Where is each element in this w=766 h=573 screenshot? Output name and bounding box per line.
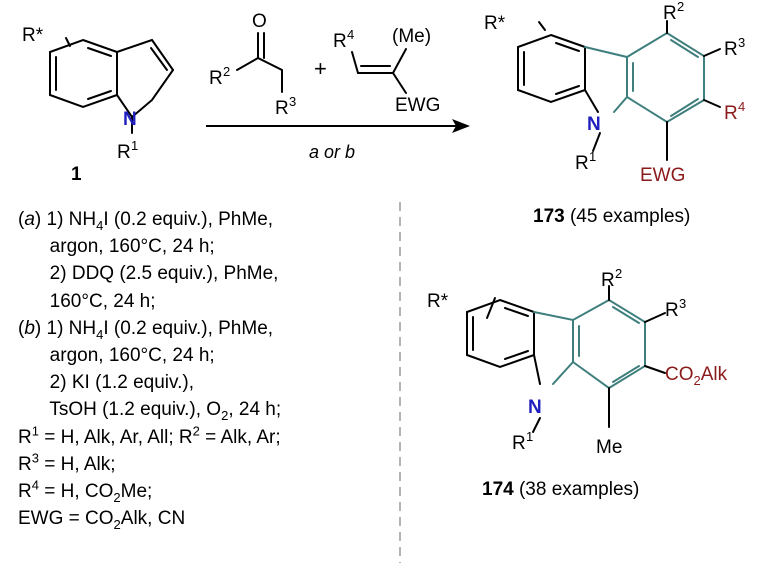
indole-structure: [49, 37, 174, 134]
condition-segment: = H, Alk;: [38, 453, 116, 475]
condition-line: R3 = H, Alk;: [18, 451, 281, 478]
carbazole-174-structure: [466, 285, 666, 433]
p174-r2: R: [601, 270, 615, 291]
condition-line: EWG = CO2Alk, CN: [18, 505, 281, 532]
condition-segment: 2: [221, 408, 229, 424]
carbazole-174-labels: R* N R 1 R 2 R 3 CO2Alk Me: [427, 266, 728, 458]
condition-segment: = H, CO: [38, 480, 114, 502]
p173-r1: R: [575, 153, 589, 174]
p173-r3: R: [724, 39, 738, 60]
p173-r-star: R*: [484, 13, 506, 34]
p173-r1-sup: 1: [589, 149, 596, 164]
condition-segment: 4: [31, 477, 39, 493]
condition-segment: I (0.2 equiv.), PhMe,: [103, 317, 274, 339]
indole-labels: R* N R 1 1: [22, 25, 138, 185]
condition-segment: argon, 160°C, 24 h;: [18, 236, 215, 258]
alkene-labels: R 4 (Me) EWG: [333, 26, 440, 116]
p173-number: 173 (45 examples): [533, 206, 690, 227]
condition-segment: I (0.2 equiv.), PhMe,: [103, 209, 274, 230]
ketone-oxygen: O: [252, 11, 267, 32]
indole-r-star: R*: [22, 25, 44, 46]
condition-segment: 2: [113, 489, 121, 505]
ketone-r2: R: [209, 68, 223, 89]
condition-segment: Me;: [120, 480, 153, 502]
p174-nitrogen: N: [528, 397, 542, 418]
p174-co2alk: CO2Alk: [665, 364, 728, 388]
condition-segment: 160°C, 24 h;: [18, 290, 156, 312]
alkene-me: (Me): [392, 26, 431, 47]
condition-line: (a) 1) NH4I (0.2 equiv.), PhMe,: [18, 206, 281, 233]
plus-sign: +: [314, 56, 327, 81]
condition-segment: R: [18, 453, 32, 475]
ketone-structure: [236, 32, 283, 93]
condition-segment: EWG = CO: [18, 508, 114, 530]
alkene-r4-sup: 4: [347, 27, 354, 42]
condition-segment: 2) KI (1.2 equiv.),: [18, 372, 194, 394]
condition-segment: = Alk, Ar;: [199, 426, 281, 448]
p173-r3-sup: 3: [738, 35, 745, 50]
reaction-arrow: [206, 119, 470, 133]
condition-line: argon, 160°C, 24 h;: [18, 233, 281, 260]
p174-r3: R: [665, 300, 679, 321]
alkene-r4: R: [333, 31, 347, 52]
p173-r4-sup: 4: [738, 99, 745, 114]
p173-nitrogen: N: [587, 114, 601, 135]
condition-segment: a: [24, 209, 35, 230]
condition-segment: R: [18, 426, 32, 448]
condition-line: 2) KI (1.2 equiv.),: [18, 369, 281, 396]
reaction-conditions: (a) 1) NH4I (0.2 equiv.), PhMe, argon, 1…: [18, 206, 281, 532]
condition-segment: ) 1) NH: [34, 209, 97, 230]
indole-nitrogen: N: [123, 109, 137, 130]
condition-segment: = H, Alk, Ar, All; R: [38, 426, 193, 448]
condition-segment: TsOH (1.2 equiv.), O: [18, 399, 222, 421]
condition-segment: 2: [113, 516, 121, 532]
alkene-ewg: EWG: [395, 95, 440, 116]
condition-segment: 2) DDQ (2.5 equiv.), PhMe,: [18, 263, 279, 285]
condition-segment: 1: [31, 423, 39, 439]
condition-segment: (: [18, 209, 25, 230]
alkene-structure: [351, 48, 407, 94]
carbazole-173-labels: R* N R 1 R 2 R 3 R 4 EWG: [484, 0, 745, 186]
p173-r2: R: [663, 3, 677, 24]
indole-r-sup: 1: [131, 138, 138, 153]
arrow-condition-label: a or b: [309, 142, 355, 162]
condition-line: argon, 160°C, 24 h;: [18, 342, 281, 369]
condition-segment: 4: [96, 326, 104, 342]
ketone-labels: O R 2 R 3: [209, 11, 296, 119]
condition-line: (b) 1) NH4I (0.2 equiv.), PhMe,: [18, 315, 281, 342]
ketone-r3: R: [275, 98, 289, 119]
condition-segment: 2: [192, 423, 200, 439]
condition-segment: Alk, CN: [120, 508, 186, 530]
p174-r1-sup: 1: [526, 429, 533, 444]
p174-r3-sup: 3: [679, 296, 686, 311]
condition-segment: (: [18, 317, 25, 339]
condition-line: TsOH (1.2 equiv.), O2, 24 h;: [18, 396, 281, 423]
p173-ewg: EWG: [640, 165, 685, 186]
condition-segment: argon, 160°C, 24 h;: [18, 344, 215, 366]
p173-r4: R: [724, 103, 738, 124]
condition-segment: b: [24, 317, 35, 339]
p173-r2-sup: 2: [677, 0, 684, 14]
p174-r2-sup: 2: [615, 266, 622, 281]
condition-segment: 3: [31, 450, 39, 466]
p174-r-star: R*: [427, 291, 449, 312]
condition-segment: R: [18, 480, 32, 502]
p174-number: 174 (38 examples): [482, 479, 639, 500]
condition-segment: 4: [96, 217, 104, 233]
compound-1-number: 1: [71, 164, 82, 185]
indole-r: R: [117, 142, 131, 163]
p174-r1: R: [512, 433, 526, 454]
p174-methyl: Me: [596, 437, 622, 458]
ketone-r3-sup: 3: [289, 94, 296, 109]
ketone-r2-sup: 2: [223, 64, 230, 79]
carbazole-173-structure: [517, 20, 721, 161]
condition-line: 2) DDQ (2.5 equiv.), PhMe,: [18, 260, 281, 287]
condition-line: R1 = H, Alk, Ar, All; R2 = Alk, Ar;: [18, 424, 281, 451]
condition-line: R4 = H, CO2Me;: [18, 478, 281, 505]
condition-line: 160°C, 24 h;: [18, 288, 281, 315]
condition-segment: , 24 h;: [228, 399, 282, 421]
condition-segment: ) 1) NH: [34, 317, 97, 339]
